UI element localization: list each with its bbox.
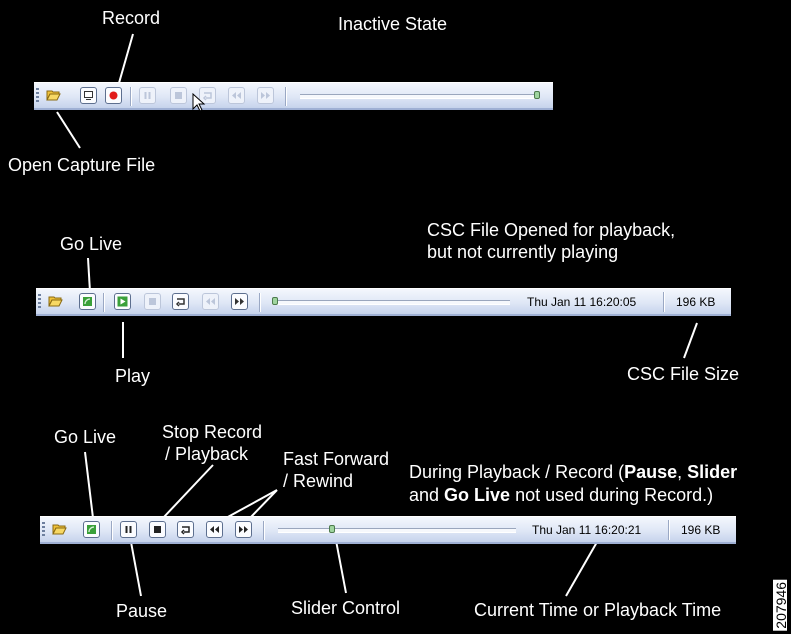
playback-slider-track[interactable] [300,91,540,99]
playback-slider-thumb[interactable] [534,91,540,99]
toolbar-separator [259,293,260,312]
toolbar-grip[interactable] [42,522,45,538]
toolbar-opened: Thu Jan 11 16:20:05 196 KB [36,288,731,316]
toolbar-separator [130,87,131,106]
toolbar-separator [111,521,112,540]
opened-state-caption-line1: CSC File Opened for playback, [427,220,676,240]
record-caption: Record [102,8,161,28]
loop-button[interactable] [172,293,189,310]
stop-caption-line1: Stop Record [162,422,263,442]
open-capture-file-button[interactable] [48,293,65,310]
current-time-display: Thu Jan 11 16:20:21 [532,523,642,537]
stop-icon [149,298,156,305]
status-separator [663,292,664,312]
playback-slider-track[interactable] [278,525,516,533]
toolbar-inactive [34,82,553,112]
record-dot-icon [109,91,118,100]
fast-forward-caption-line2: / Rewind [283,471,354,491]
pause-icon [144,92,151,99]
status-separator [668,520,669,540]
stop-button[interactable] [170,87,187,104]
toolbar-separator [103,293,104,312]
fast-forward-icon [261,92,270,99]
playback-slider-thumb[interactable] [329,525,335,533]
loop-icon [175,298,185,307]
play-button[interactable] [114,293,131,310]
stop-button[interactable] [149,521,166,538]
current-time-display: Thu Jan 11 16:20:05 [527,295,637,309]
stop-icon [175,92,182,99]
rewind-button[interactable] [202,293,219,310]
file-size-caption: CSC File Size [627,364,740,384]
play-icon [117,296,128,307]
loop-button[interactable] [177,521,194,538]
open-capture-file-button[interactable] [46,87,63,104]
loop-icon [180,526,190,535]
folder-open-icon [46,90,61,101]
folder-open-icon [52,524,67,535]
go-live-button[interactable] [79,293,96,310]
file-size-display: 196 KB [681,523,721,537]
open-capture-file-button[interactable] [52,521,69,538]
toolbar-separator [285,87,286,106]
fast-forward-icon [239,526,248,533]
fast-forward-icon [235,298,244,305]
pause-icon [125,526,132,533]
fast-forward-button[interactable] [257,87,274,104]
toolbar-grip[interactable] [36,88,39,104]
inactive-state-caption: Inactive State [338,14,448,34]
opened-state-caption-line2: but not currently playing [427,242,619,262]
record-button[interactable] [105,87,122,104]
play-caption: Play [115,366,151,386]
go-live-button[interactable] [80,87,97,104]
open-capture-file-caption: Open Capture File [8,155,156,175]
stop-caption-line2: / Playback [165,444,249,464]
file-size-display: 196 KB [676,295,716,309]
folder-open-icon [48,296,63,307]
rewind-button[interactable] [228,87,245,104]
pause-button[interactable] [139,87,156,104]
pause-button[interactable] [120,521,137,538]
toolbar-separator [263,521,264,540]
loop-button[interactable] [199,87,216,104]
rewind-icon [210,526,219,533]
monitor-icon [84,91,93,100]
current-time-caption: Current Time or Playback Time [474,600,722,620]
loop-icon [202,92,212,101]
go-live-caption-playback: Go Live [54,427,117,447]
slider-control-caption: Slider Control [291,598,401,618]
live-signal-icon [87,525,96,534]
fast-forward-button[interactable] [235,521,252,538]
fast-forward-caption-line1: Fast Forward [283,449,390,469]
playback-slider-thumb[interactable] [272,297,278,305]
rewind-button[interactable] [206,521,223,538]
playback-slider-track[interactable] [272,297,510,305]
fast-forward-button[interactable] [231,293,248,310]
toolbar-playback: Thu Jan 11 16:20:21 196 KB [40,516,736,544]
rewind-icon [232,92,241,99]
stop-icon [154,526,161,533]
figure-id: 207946 [773,580,789,631]
playback-description-line2: and Go Live not used during Record.) [409,485,714,505]
stop-button[interactable] [144,293,161,310]
go-live-button[interactable] [83,521,100,538]
mouse-cursor-icon [192,93,206,112]
pause-caption: Pause [116,601,168,621]
rewind-icon [206,298,215,305]
go-live-caption: Go Live [60,234,123,254]
live-signal-icon [83,297,92,306]
playback-description-line1: During Playback / Record (Pause, Slider [409,462,738,482]
toolbar-grip[interactable] [38,294,41,310]
